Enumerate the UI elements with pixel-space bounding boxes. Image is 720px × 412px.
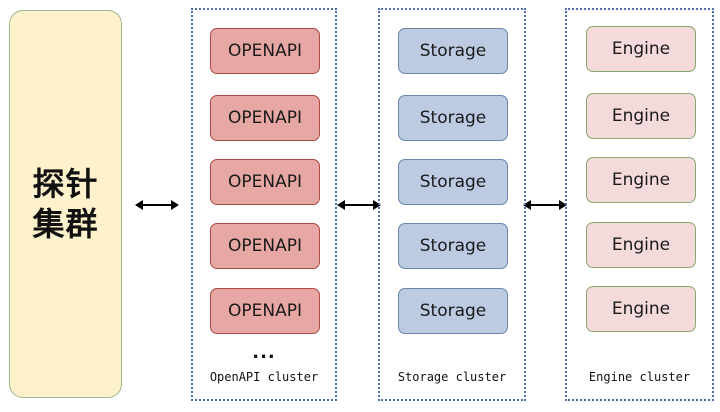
engine-node: Engine [586, 93, 696, 139]
openapi-node: OPENAPI [210, 28, 320, 74]
bidirectional-arrow-icon [337, 200, 381, 210]
engine-node: Engine [586, 222, 696, 268]
openapi-node: OPENAPI [210, 95, 320, 141]
bidirectional-arrow-icon [523, 200, 567, 210]
bidirectional-arrow-icon [135, 200, 179, 210]
storage-cluster: Storage Storage Storage Storage Storage … [378, 8, 526, 401]
probe-cluster-label-line-1: 探针 [32, 165, 99, 203]
openapi-node: OPENAPI [210, 223, 320, 269]
engine-node: Engine [586, 157, 696, 203]
more-nodes-ellipsis: ... [252, 342, 276, 363]
storage-node: Storage [398, 288, 508, 334]
storage-node: Storage [398, 28, 508, 74]
engine-cluster-label: Engine cluster [588, 370, 691, 384]
engine-node: Engine [586, 286, 696, 332]
storage-cluster-label: Storage cluster [397, 370, 507, 384]
probe-cluster-box: 探针 集群 [9, 10, 122, 398]
storage-node: Storage [398, 95, 508, 141]
openapi-node: OPENAPI [210, 288, 320, 334]
openapi-node: OPENAPI [210, 159, 320, 205]
probe-cluster-label-line-2: 集群 [32, 205, 99, 243]
storage-node: Storage [398, 223, 508, 269]
engine-cluster: Engine Engine Engine Engine Engine Engin… [565, 8, 714, 401]
openapi-cluster: OPENAPI OPENAPI OPENAPI OPENAPI OPENAPI … [191, 8, 337, 401]
storage-node: Storage [398, 159, 508, 205]
openapi-cluster-label: OpenAPI cluster [209, 370, 319, 384]
engine-node: Engine [586, 26, 696, 72]
